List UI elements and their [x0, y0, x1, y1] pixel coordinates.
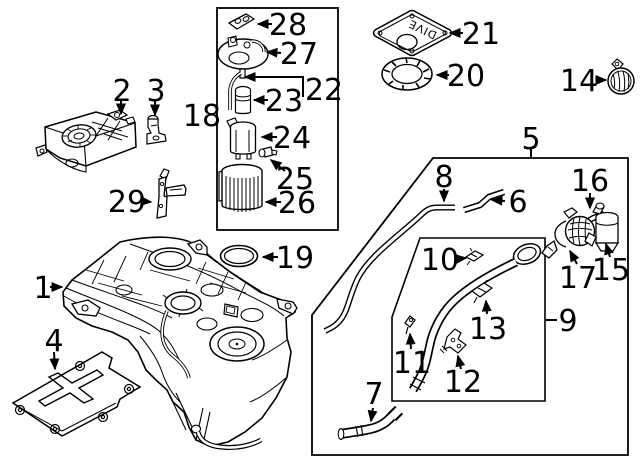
filler-hose-7-drawing — [337, 405, 404, 440]
callout-17[interactable]: 17 — [559, 261, 597, 296]
vent-pipe-8-drawing — [323, 204, 455, 334]
callout-11[interactable]: 11 — [393, 346, 431, 381]
vent-hose-6-drawing — [463, 188, 506, 214]
callout-27[interactable]: 27 — [280, 37, 318, 72]
access-cover-21-drawing: DIVE — [372, 9, 453, 57]
callout-7[interactable]: 7 — [364, 377, 383, 412]
callout-22[interactable]: 22 — [305, 73, 343, 108]
filler-neck-drawing — [409, 242, 542, 393]
suction-pipe-22-drawing — [228, 71, 242, 110]
callout-21[interactable]: 21 — [462, 17, 500, 52]
callout-24[interactable]: 24 — [273, 121, 311, 156]
leader-25 — [269, 159, 286, 172]
callout-15[interactable]: 15 — [592, 253, 630, 288]
leader-17 — [569, 249, 580, 265]
clip-10-drawing — [464, 247, 485, 266]
fuel-tank-drawing — [62, 236, 298, 450]
leader-15 — [604, 242, 614, 258]
callout-19[interactable]: 19 — [276, 241, 314, 276]
callout-3[interactable]: 3 — [146, 74, 165, 109]
callout-14[interactable]: 14 — [560, 64, 598, 99]
valve-25-drawing — [258, 146, 278, 158]
callout-8[interactable]: 8 — [434, 160, 453, 195]
leader-6 — [490, 195, 506, 206]
callout-2[interactable]: 2 — [112, 74, 131, 109]
callout-1[interactable]: 1 — [33, 271, 52, 306]
callout-28[interactable]: 28 — [269, 8, 307, 43]
callout-25[interactable]: 25 — [276, 162, 314, 197]
callout-16[interactable]: 16 — [571, 164, 609, 199]
callout-9[interactable]: 9 — [558, 304, 577, 339]
callout-5[interactable]: 5 — [521, 122, 540, 157]
callout-12[interactable]: 12 — [444, 365, 482, 400]
callout-10[interactable]: 10 — [421, 243, 459, 278]
leader-7 — [367, 407, 378, 423]
leader-22-bracket — [243, 72, 304, 97]
reservoir-cup-26-drawing — [218, 163, 263, 212]
skid-plate-drawing — [11, 351, 142, 437]
leader-27 — [265, 47, 282, 58]
callout-13[interactable]: 13 — [469, 312, 507, 347]
leader-12 — [455, 354, 466, 370]
leader-lines — [49, 19, 614, 423]
leader-11 — [405, 332, 416, 350]
bracket-12-drawing — [439, 328, 467, 354]
callout-18[interactable]: 18 — [183, 99, 221, 134]
callout-23[interactable]: 23 — [265, 84, 303, 119]
leader-29 — [139, 196, 153, 207]
callout-labels: 1 2 3 4 5 6 7 8 9 10 11 12 13 14 15 16 1… — [33, 8, 630, 412]
seal-ring-19-drawing — [219, 244, 259, 268]
clip-11-drawing — [404, 315, 416, 335]
callout-20[interactable]: 20 — [447, 59, 485, 94]
callout-4[interactable]: 4 — [44, 324, 63, 359]
lock-ring-20-drawing — [381, 57, 433, 91]
bracket-29-drawing — [156, 168, 187, 219]
fuel-cap-14-drawing — [607, 58, 635, 95]
bracket-3-drawing — [146, 114, 167, 145]
leader-4 — [49, 351, 60, 371]
leader-10 — [455, 254, 468, 265]
group-box-5 — [311, 157, 629, 456]
callout-26[interactable]: 26 — [278, 186, 316, 221]
pump-plate-27-drawing — [217, 35, 269, 79]
filter-24-drawing — [226, 117, 257, 160]
clip-13-drawing — [470, 279, 494, 304]
leader-13 — [481, 299, 492, 315]
filter-23-drawing — [234, 85, 252, 115]
canister-drawing — [35, 109, 137, 173]
callout-6[interactable]: 6 — [508, 185, 527, 220]
connector-28-drawing — [227, 13, 256, 30]
group-box-18 — [216, 7, 339, 231]
group-box-9 — [391, 237, 546, 402]
valve-17-drawing — [541, 207, 596, 259]
callout-29[interactable]: 29 — [108, 185, 146, 220]
